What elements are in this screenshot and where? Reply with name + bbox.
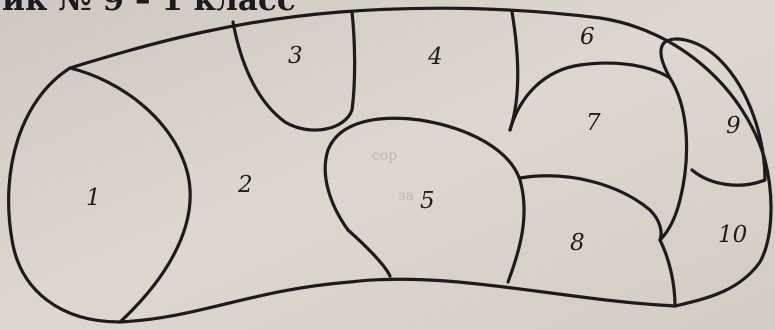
region-label-10: 10 xyxy=(718,222,747,248)
faint-text-1: сор xyxy=(372,148,397,164)
region-label-9: 9 xyxy=(726,113,741,139)
region-label-2: 2 xyxy=(237,172,253,198)
region-label-3: 3 xyxy=(288,43,303,69)
region-label-1: 1 xyxy=(86,185,101,211)
region-label-4: 4 xyxy=(427,44,443,70)
region-label-6: 6 xyxy=(580,24,595,50)
region-label-5: 5 xyxy=(420,188,435,214)
region-label-8: 8 xyxy=(570,230,585,256)
region-label-7: 7 xyxy=(586,110,601,136)
faint-text-2: за xyxy=(398,188,414,204)
page-header: ик № 9 – 1 класс xyxy=(2,0,296,18)
